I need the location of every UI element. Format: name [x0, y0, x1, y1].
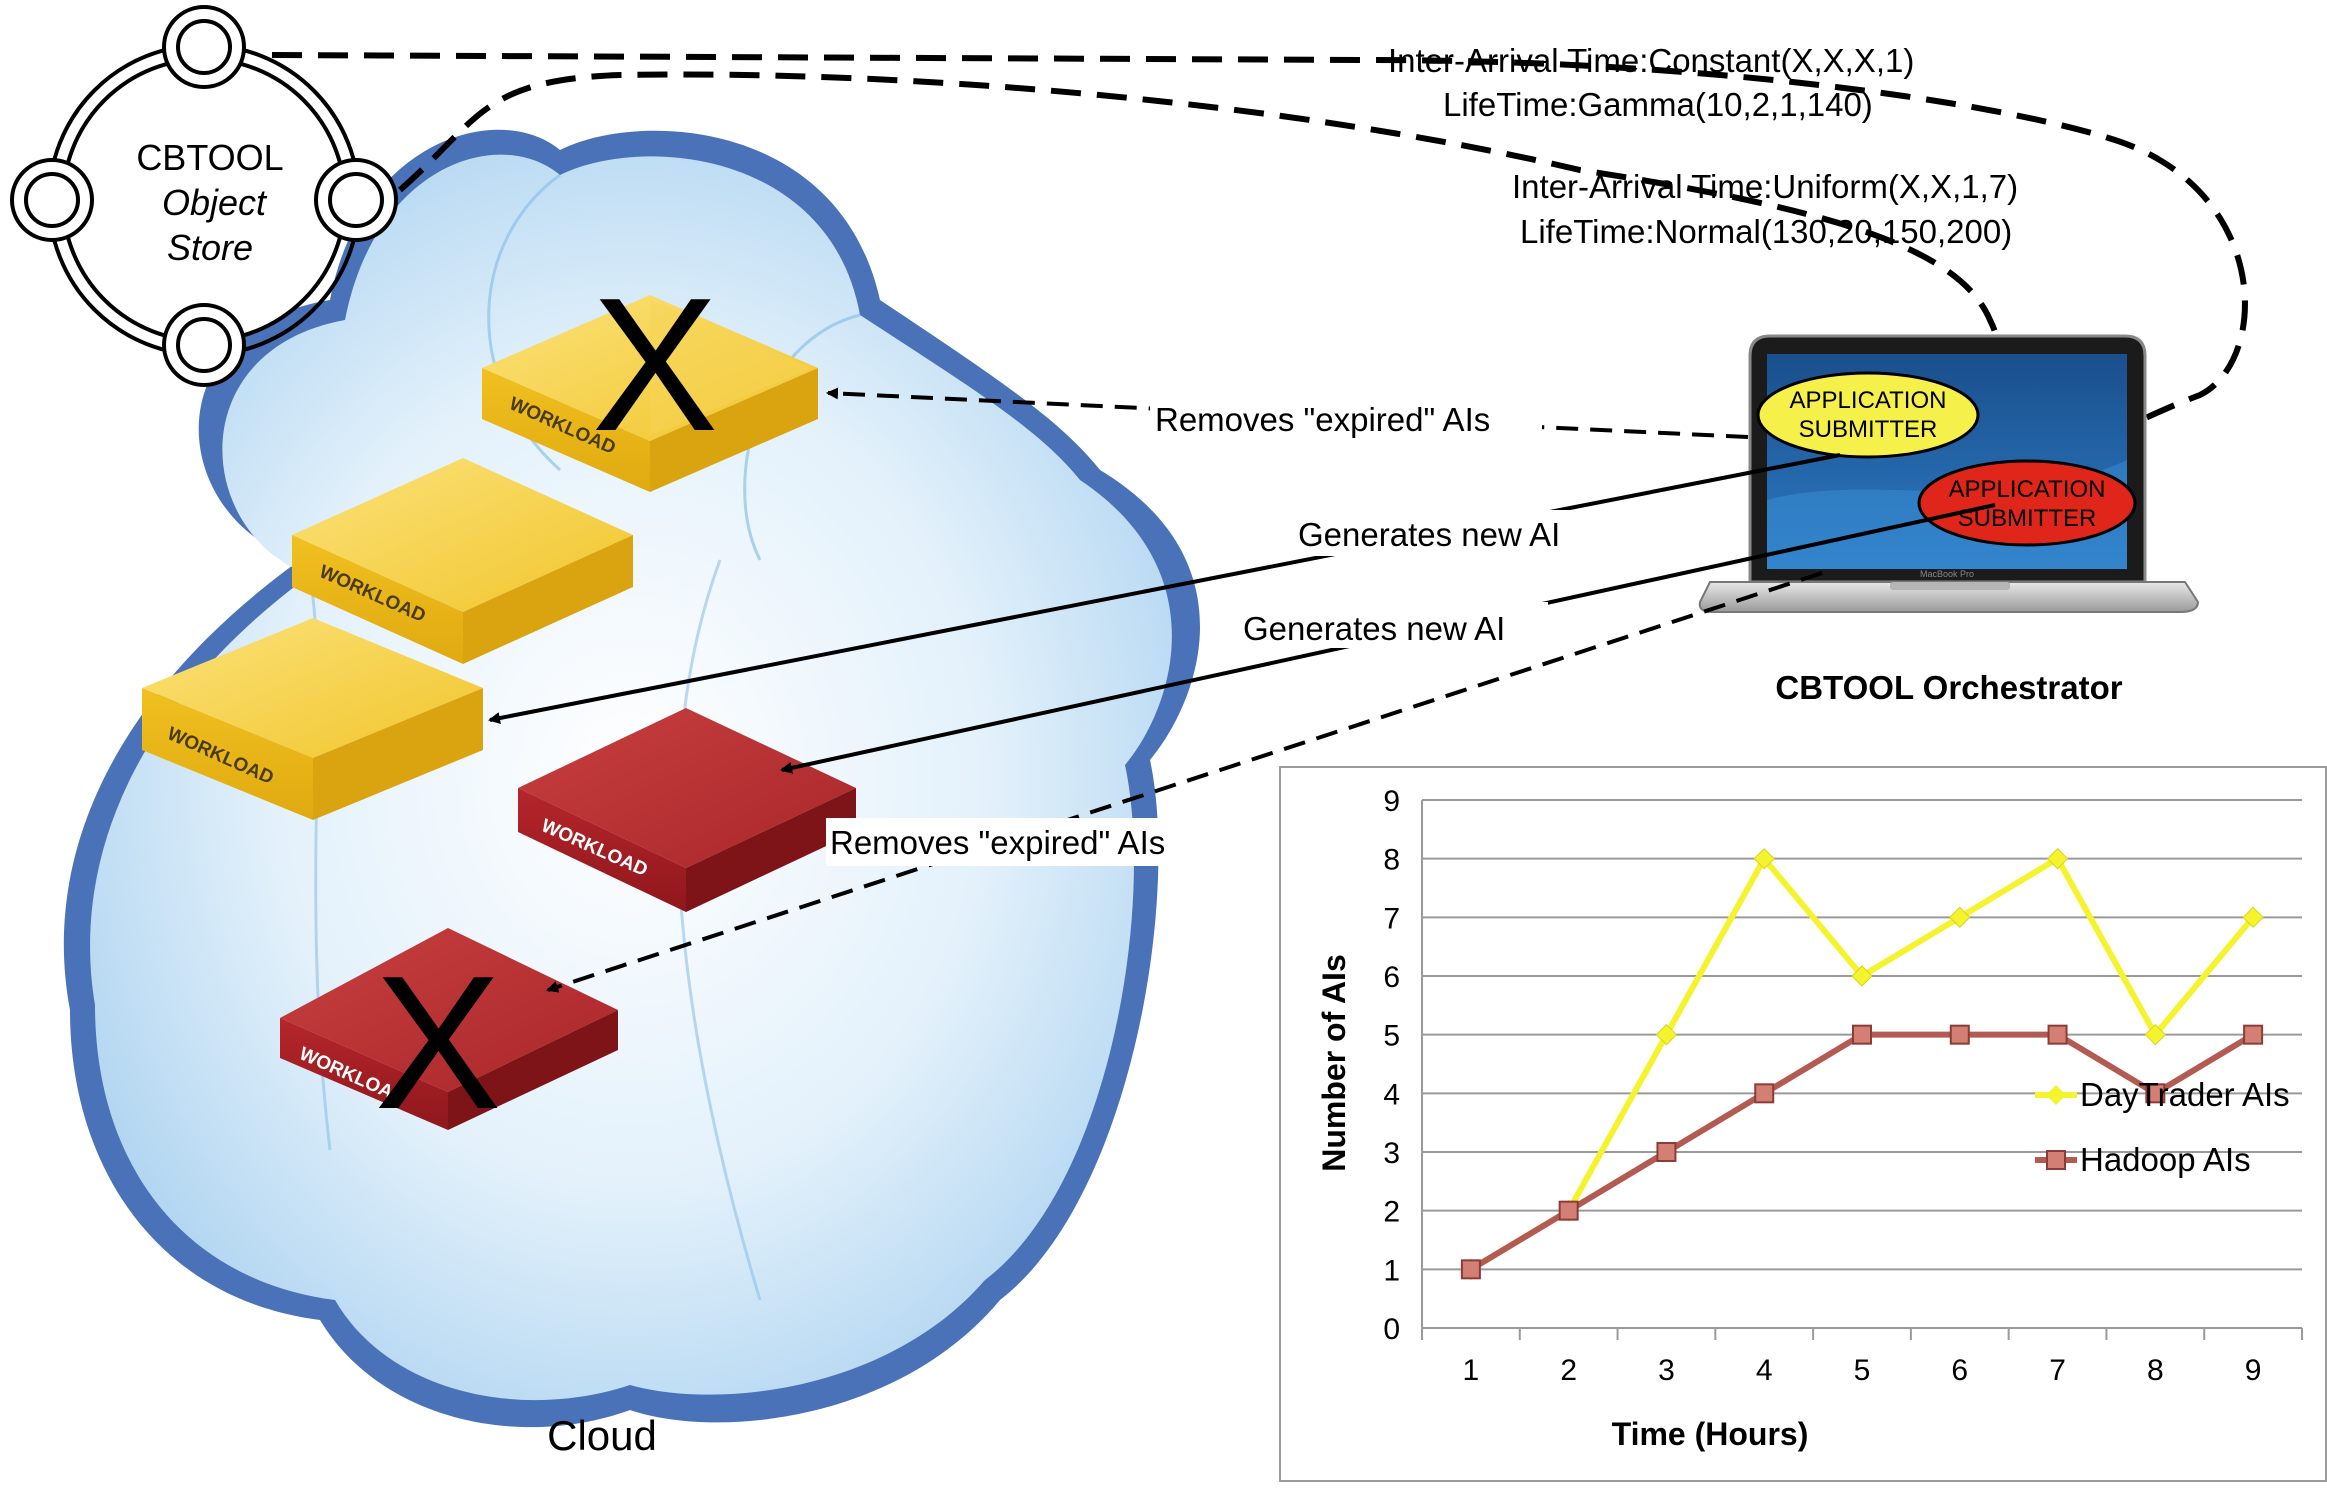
data-point-daytrader	[1753, 847, 1775, 870]
expired-mark: X	[375, 937, 502, 1149]
workload-box-yellow-expired: WORKLOAD X	[482, 259, 818, 492]
submitter-yellow-line2: SUBMITTER	[1799, 416, 1938, 443]
annotation-arrival-constant: Inter-Arrival Time:Constant(X,X,X,1)	[1388, 42, 1914, 79]
chart-panel: 0 1 2 3 4 5 6 7 8 9 1 2 3 4 5 6 7 8 9 Time (Hours) Number …	[1279, 766, 2327, 1482]
y-tick-label: 1	[1383, 1254, 1400, 1287]
y-tick-label: 6	[1383, 961, 1400, 994]
x-tick-label: 5	[1854, 1354, 1871, 1387]
chart-ylabel: Number of AIs	[1316, 954, 1352, 1172]
ring-node-top	[162, 5, 246, 89]
x-tick-label: 4	[1756, 1354, 1773, 1387]
x-tick-label: 6	[1951, 1354, 1968, 1387]
annotation-lifetime-gamma: LifeTime:Gamma(10,2,1,140)	[1443, 86, 1873, 123]
data-point-daytrader	[1851, 965, 1873, 987]
data-point-daytrader	[1655, 1023, 1678, 1046]
workload-box-red-expired: WORKLOAD X	[280, 928, 618, 1149]
orchestrator-title: CBTOOL Orchestrator	[1775, 669, 2122, 706]
chart-series	[1460, 847, 2264, 1281]
laptop-brand: MacBook Pro	[1920, 569, 1974, 579]
workload-box-yellow: WORKLOAD	[142, 618, 483, 820]
x-tick-label: 8	[2147, 1354, 2164, 1387]
data-point-hadoop	[1949, 1024, 1970, 1045]
object-store-subtitle-2: Store	[167, 227, 253, 268]
y-tick-label: 9	[1383, 785, 1400, 818]
data-point-daytrader	[2046, 847, 2069, 870]
x-tick-label: 7	[2049, 1354, 2066, 1387]
y-tick-label: 3	[1383, 1137, 1400, 1170]
data-point-hadoop	[1460, 1259, 1481, 1280]
ring-node-right	[314, 158, 398, 242]
chart-frame	[1279, 766, 2327, 1482]
y-tick-label: 4	[1383, 1078, 1400, 1111]
submitter-red-line1: APPLICATION	[1949, 476, 2106, 503]
y-tick-label: 2	[1383, 1196, 1400, 1229]
data-point-daytrader	[2144, 1023, 2167, 1046]
legend-marker-daytrader	[2046, 1085, 2066, 1105]
ring-node-left	[10, 158, 94, 242]
legend-label: DayTrader AIs	[2080, 1076, 2290, 1113]
x-tick-label: 1	[1463, 1354, 1480, 1387]
ring-node-bottom	[162, 303, 246, 387]
arrow-removes-bottom	[546, 571, 1823, 993]
data-point-hadoop	[1852, 1024, 1872, 1045]
data-point-hadoop	[2145, 1083, 2166, 1104]
label-removes-top: Removes "expired" AIs	[1155, 401, 1490, 438]
flow-labels: Removes "expired" AIs Generates new AI G…	[826, 396, 1602, 866]
label-removes-bottom: Removes "expired" AIs	[830, 824, 1165, 861]
object-store-subtitle-1: Object	[162, 182, 268, 223]
legend-label: Hadoop AIs	[2080, 1141, 2251, 1178]
application-submitter-red: APPLICATION SUBMITTER	[1917, 459, 2137, 547]
laptop-orchestrator: MacBook Pro APPLICATION SUBMITTER APPLIC…	[1698, 334, 2200, 706]
object-store-connectors	[271, 52, 2248, 448]
object-store-ring: CBTOOL Object Store	[10, 5, 398, 387]
expired-mark: X	[592, 259, 719, 471]
y-tick-label: 5	[1383, 1020, 1400, 1053]
y-tick-label: 7	[1383, 902, 1400, 935]
object-store-title: CBTOOL	[136, 137, 283, 178]
application-submitter-yellow: APPLICATION SUBMITTER	[1756, 371, 1980, 459]
x-tick-label: 9	[2245, 1354, 2262, 1387]
y-tick-label: 8	[1383, 844, 1400, 877]
data-point-hadoop	[2243, 1024, 2264, 1045]
annotation-lifetime-normal: LifeTime:Normal(130,20,150,200)	[1520, 213, 2012, 250]
y-tick-label: 0	[1383, 1313, 1400, 1346]
arrow-generates-1	[488, 453, 1841, 724]
legend-marker-hadoop	[2046, 1150, 2066, 1170]
cloud-label: Cloud	[547, 1412, 657, 1459]
label-generates-2: Generates new AI	[1243, 610, 1505, 647]
data-point-hadoop	[1656, 1142, 1677, 1162]
data-point-daytrader	[1949, 906, 1971, 929]
x-tick-label: 3	[1658, 1354, 1675, 1387]
chart-tick-labels: 0 1 2 3 4 5 6 7 8 9 1 2 3 4 5 6 7 8 9	[1383, 785, 2261, 1387]
data-point-hadoop	[1754, 1083, 1775, 1104]
x-tick-label: 2	[1560, 1354, 1577, 1387]
data-point-hadoop	[1558, 1200, 1579, 1221]
annotation-arrival-uniform: Inter-Arrival Time:Uniform(X,X,1,7)	[1512, 168, 2018, 205]
workload-box-red: WORKLOAD	[518, 708, 856, 912]
label-generates-1: Generates new AI	[1298, 516, 1560, 553]
submitter-yellow-line1: APPLICATION	[1790, 387, 1947, 414]
data-point-daytrader	[2242, 906, 2264, 929]
chart-xlabel: Time (Hours)	[1612, 1416, 1809, 1452]
data-point-hadoop	[2047, 1024, 2068, 1045]
